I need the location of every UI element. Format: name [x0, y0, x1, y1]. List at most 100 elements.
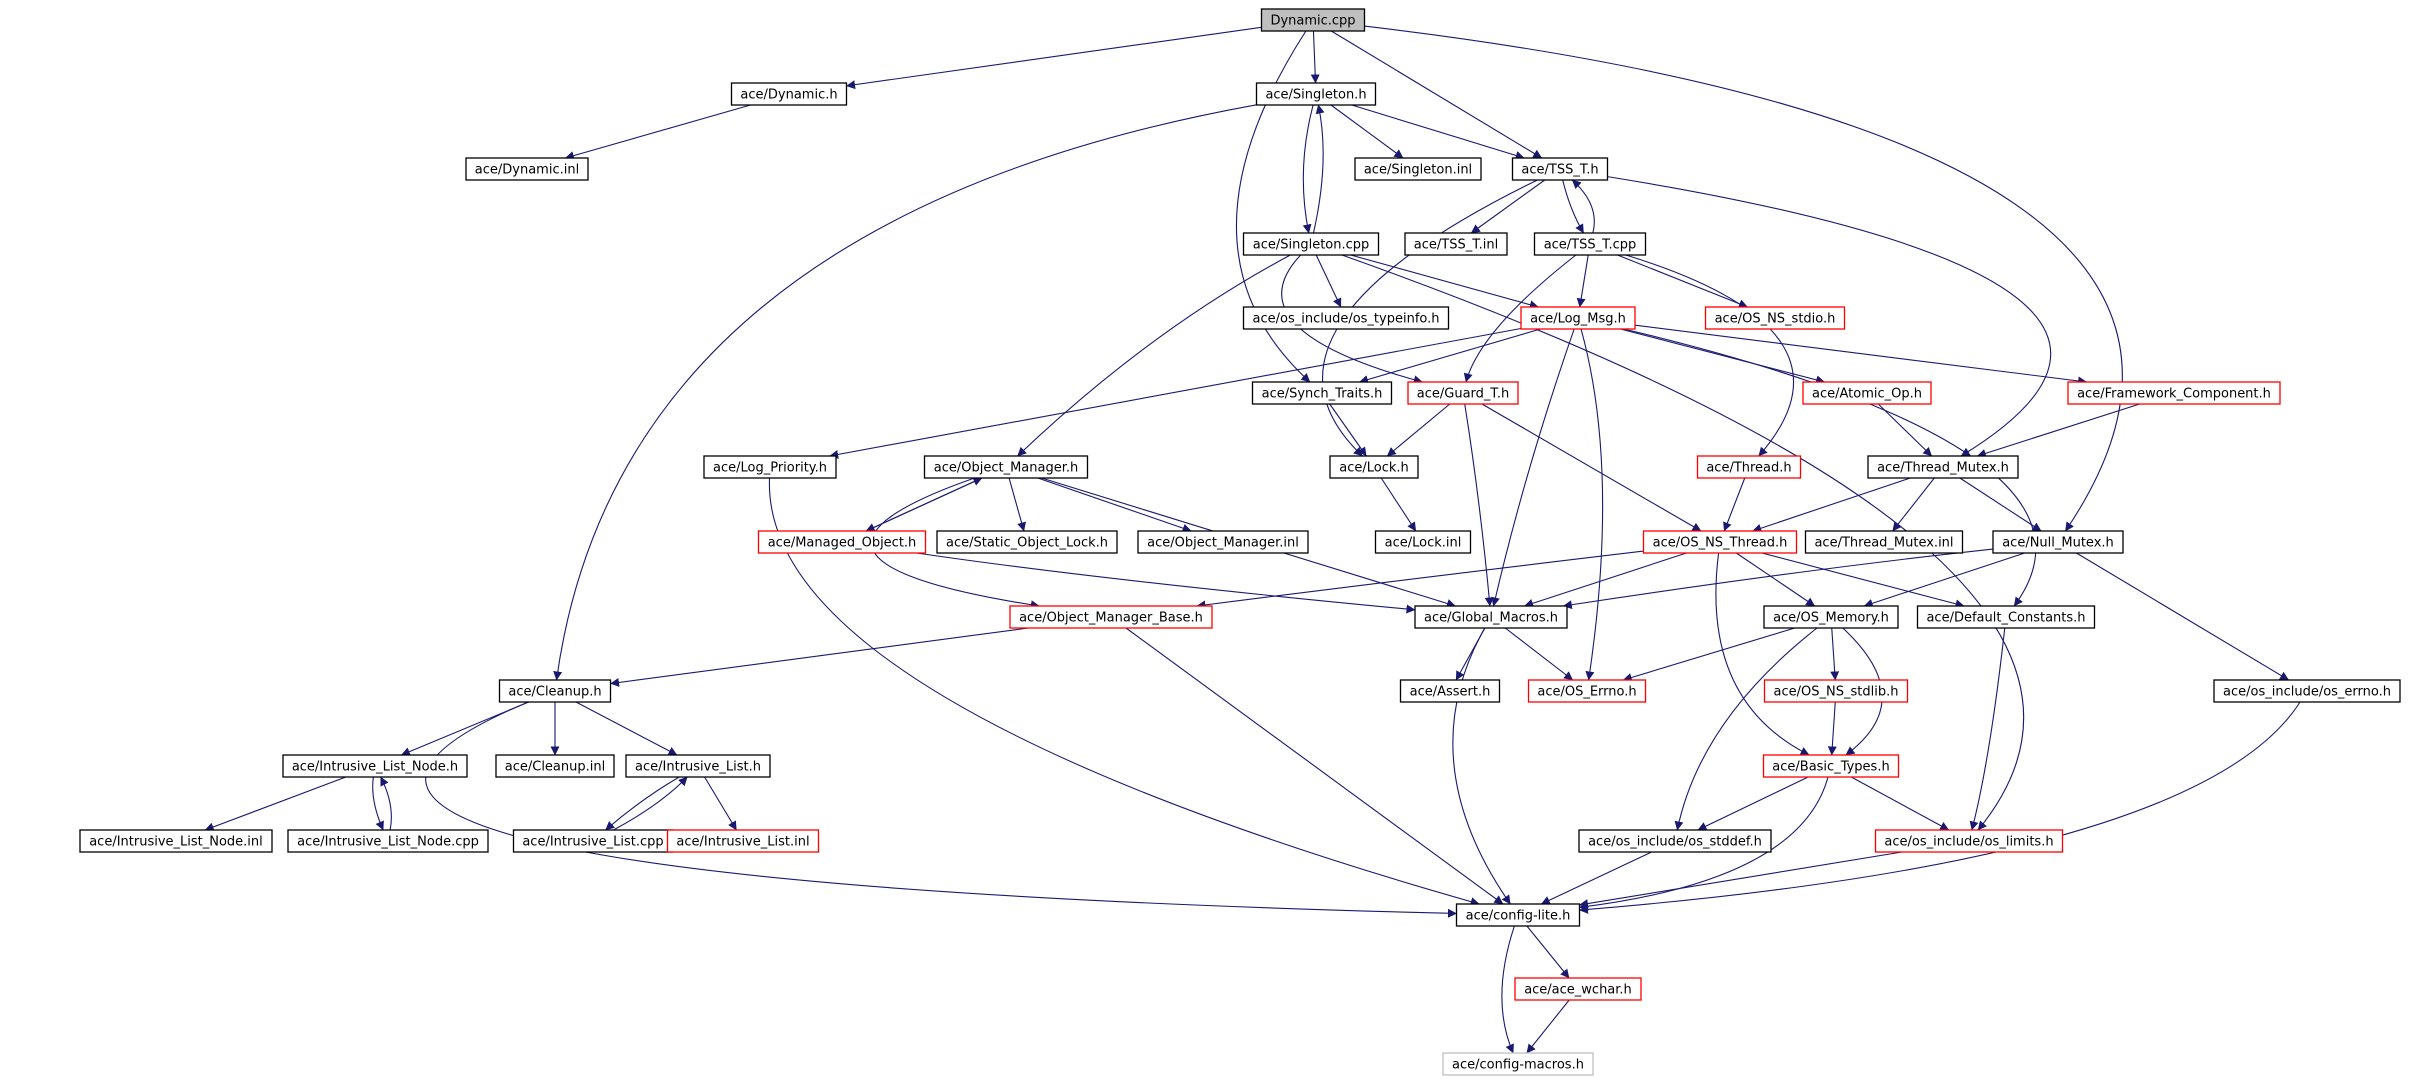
edge-thread_mutex-to-thread_mutex_inl: [1892, 477, 1935, 532]
node-label: ace/Dynamic.h: [740, 88, 837, 103]
node-cleanup-h[interactable]: ace/Cleanup.h: [498, 679, 612, 703]
node-os-ns-thread[interactable]: ace/OS_NS_Thread.h: [1642, 530, 1798, 554]
node-guard-t[interactable]: ace/Guard_T.h: [1407, 381, 1519, 405]
node-thread-mutex[interactable]: ace/Thread_Mutex.h: [1867, 455, 2019, 479]
node-default-constants[interactable]: ace/Default_Constants.h: [1916, 605, 2096, 629]
node-cleanup-inl[interactable]: ace/Cleanup.inl: [495, 754, 615, 778]
node-label: ace/Intrusive_List_Node.inl: [89, 835, 263, 850]
node-intrusive-list-h[interactable]: ace/Intrusive_List.h: [625, 754, 771, 778]
edge-thread_h-to-os_ns_thread: [1723, 477, 1746, 532]
node-os-limits[interactable]: ace/os_include/os_limits.h: [1874, 829, 2064, 853]
node-global-macros[interactable]: ace/Global_Macros.h: [1414, 605, 1568, 629]
edge-guard_t-to-global_macros: [1464, 403, 1494, 607]
node-singleton-inl[interactable]: ace/Singleton.inl: [1354, 157, 1482, 181]
node-label: ace/OS_Memory.h: [1773, 611, 1889, 626]
edge-os_stddef-to-config_lite: [1540, 851, 1652, 905]
node-label: ace/Object_Manager_Base.h: [1019, 611, 1203, 626]
node-label: ace/TSS_T.h: [1521, 163, 1598, 178]
node-object-manager-inl[interactable]: ace/Object_Manager.inl: [1137, 530, 1309, 554]
node-lock-inl[interactable]: ace/Lock.inl: [1374, 530, 1472, 554]
node-intrusive-list-inl[interactable]: ace/Intrusive_List.inl: [666, 829, 820, 853]
node-object-manager[interactable]: ace/Object_Manager.h: [923, 455, 1089, 479]
node-config-macros[interactable]: ace/config-macros.h: [1442, 1052, 1594, 1076]
node-framework-comp[interactable]: ace/Framework_Component.h: [2067, 381, 2281, 405]
node-assert-h[interactable]: ace/Assert.h: [1399, 679, 1501, 703]
edge-global_macros-to-os_errno: [1504, 627, 1574, 681]
edge-os_limits-to-config_lite: [1579, 851, 1903, 908]
node-box: [625, 754, 771, 778]
node-dynamic-h[interactable]: ace/Dynamic.h: [730, 82, 848, 106]
node-box: [1242, 306, 1450, 330]
edge-os_ns_thread-to-global_macros: [1524, 552, 1687, 608]
node-box: [1511, 157, 1609, 181]
node-box: [1442, 1052, 1594, 1076]
node-label: ace/Cleanup.h: [508, 685, 601, 700]
node-synch-traits[interactable]: ace/Synch_Traits.h: [1251, 381, 1393, 405]
node-singleton-cpp[interactable]: ace/Singleton.cpp: [1242, 232, 1380, 256]
node-singleton-h[interactable]: ace/Singleton.h: [1255, 82, 1377, 106]
node-log-priority[interactable]: ace/Log_Priority.h: [703, 455, 837, 479]
node-label: ace/Intrusive_List_Node.h: [292, 760, 458, 775]
node-intrusive-list-node-h[interactable]: ace/Intrusive_List_Node.h: [282, 754, 468, 778]
node-box: [757, 530, 927, 554]
node-os-stddef[interactable]: ace/os_include/os_stddef.h: [1578, 829, 1772, 853]
node-dynamic-cpp[interactable]: Dynamic.cpp: [1260, 8, 1366, 32]
node-tss-inl[interactable]: ace/TSS_T.inl: [1404, 232, 1508, 256]
node-box: [1874, 829, 2064, 853]
node-os-include-errno[interactable]: ace/os_include/os_errno.h: [2213, 679, 2401, 703]
node-ace-wchar[interactable]: ace/ace_wchar.h: [1514, 977, 1642, 1001]
edge-os_memory-to-os_errno: [1622, 627, 1795, 682]
edge-log_msg-to-log_priority: [829, 327, 1522, 459]
node-intrusive-list-node-cpp[interactable]: ace/Intrusive_List_Node.cpp: [287, 829, 489, 853]
node-box: [730, 82, 848, 106]
edge-tss_h-to-thread_mutex: [1607, 176, 2052, 457]
node-tss-h[interactable]: ace/TSS_T.h: [1511, 157, 1609, 181]
node-label: ace/Cleanup.inl: [505, 760, 605, 775]
node-os-memory[interactable]: ace/OS_Memory.h: [1763, 605, 1899, 629]
node-os-ns-stdlib[interactable]: ace/OS_NS_stdlib.h: [1763, 679, 1909, 703]
edge-guard_t-to-lock_h: [1386, 403, 1451, 457]
edge-log_msg-to-os_errno: [1580, 328, 1604, 681]
node-managed-object[interactable]: ace/Managed_Object.h: [757, 530, 927, 554]
edge-os_ns_stdlib-to-basic_types: [1827, 701, 1837, 756]
node-os-errno[interactable]: ace/OS_Errno.h: [1527, 679, 1647, 703]
node-atomic-op[interactable]: ace/Atomic_Op.h: [1802, 381, 1932, 405]
node-box: [1455, 903, 1581, 927]
node-label: ace/Synch_Traits.h: [1262, 387, 1383, 402]
node-dynamic-inl[interactable]: ace/Dynamic.inl: [465, 157, 589, 181]
node-config-lite[interactable]: ace/config-lite.h: [1455, 903, 1581, 927]
node-label: ace/Log_Priority.h: [713, 461, 827, 476]
node-thread-mutex-inl[interactable]: ace/Thread_Mutex.inl: [1804, 530, 1964, 554]
node-box: [465, 157, 589, 181]
node-typeinfo[interactable]: ace/os_include/os_typeinfo.h: [1242, 306, 1450, 330]
node-null-mutex[interactable]: ace/Null_Mutex.h: [1992, 530, 2124, 554]
node-box: [495, 754, 615, 778]
edge-singleton_h-to-tss_h: [1351, 104, 1525, 160]
node-label: ace/Thread.h: [1706, 461, 1791, 476]
node-label: ace/Managed_Object.h: [768, 536, 917, 551]
edge-singleton_cpp-to-log_msg: [1350, 254, 1539, 310]
node-os-ns-stdio[interactable]: ace/OS_NS_stdio.h: [1704, 306, 1846, 330]
node-label: ace/Lock.h: [1339, 461, 1409, 476]
edge-singleton_h-to-singleton_inl: [1330, 104, 1404, 159]
node-intrusive-list-cpp[interactable]: ace/Intrusive_List.cpp: [512, 829, 674, 853]
node-static-obj-lock[interactable]: ace/Static_Object_Lock.h: [936, 530, 1118, 554]
edge-dynamic_cpp-to-null_mutex: [1364, 25, 2123, 532]
node-thread-h[interactable]: ace/Thread.h: [1696, 455, 1802, 479]
edge-null_mutex-to-os_include_errno: [2076, 552, 2290, 681]
edge-singleton_cpp-to-object_manager: [1017, 254, 1291, 457]
node-basic-types[interactable]: ace/Basic_Types.h: [1762, 754, 1900, 778]
edge-dynamic_cpp-to-singleton_h: [1310, 30, 1320, 84]
node-tss-cpp[interactable]: ace/TSS_T.cpp: [1533, 232, 1647, 256]
node-box: [1399, 679, 1501, 703]
node-box: [1009, 605, 1213, 629]
node-intrusive-list-node-inl[interactable]: ace/Intrusive_List_Node.inl: [79, 829, 273, 853]
edge-config_lite-to-config_macros: [1501, 925, 1515, 1054]
node-lock-h[interactable]: ace/Lock.h: [1329, 455, 1419, 479]
node-label: ace/Atomic_Op.h: [1812, 387, 1922, 402]
node-obj-mgr-base[interactable]: ace/Object_Manager_Base.h: [1009, 605, 1213, 629]
node-label: ace/Intrusive_List.h: [635, 760, 761, 775]
node-label: ace/Lock.inl: [1385, 536, 1462, 551]
node-log-msg[interactable]: ace/Log_Msg.h: [1520, 306, 1636, 330]
file-nodes: Dynamic.cpp ace/Dynamic.h ace/Dynamic.inl a…: [79, 8, 2401, 1076]
